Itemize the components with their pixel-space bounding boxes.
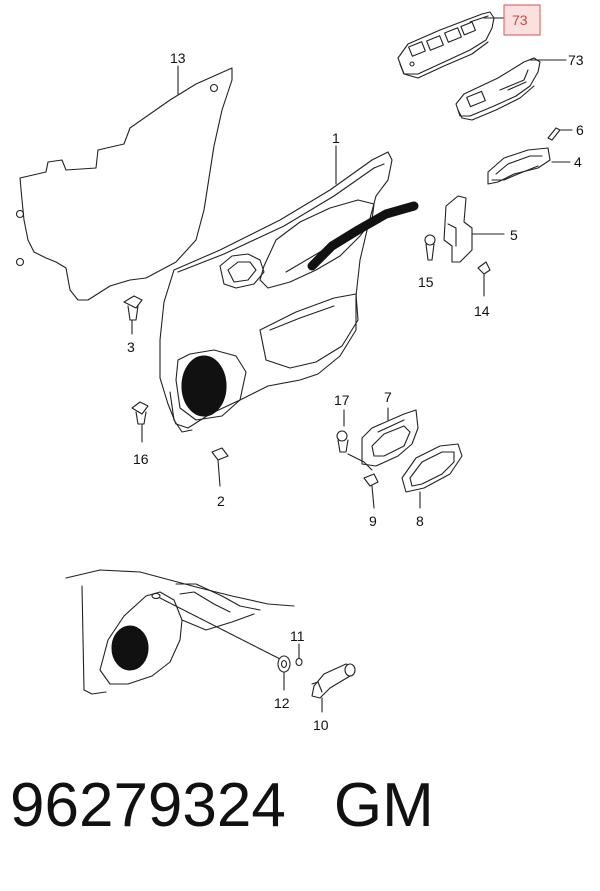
callout-73-top: 73 [512,12,528,28]
clip-16 [131,401,149,443]
clip-3 [123,295,143,335]
callout-14: 14 [474,303,490,319]
screw-14 [477,261,491,297]
crank-clip-11 [295,643,303,667]
callout-6: 6 [576,122,584,138]
screw-2 [211,447,229,487]
handle-bezel-8 [401,443,463,493]
callout-8: 8 [416,513,424,529]
callout-12: 12 [274,695,290,711]
callout-73-side: 73 [568,52,584,68]
callout-3: 3 [127,339,135,355]
callout-13: 13 [170,50,186,66]
window-switch-master [397,11,495,79]
callout-2: 2 [217,493,225,509]
clip-15 [424,234,436,261]
screw-6 [547,127,573,141]
grip-trim [487,147,551,185]
crank-washer-12 [277,655,291,673]
clip-17 [336,409,349,453]
callout-1: 1 [332,130,340,146]
callout-5: 5 [510,227,518,243]
detail-inset-door [65,569,295,695]
insulation-sheet [15,67,233,301]
bracket-5 [443,195,473,263]
part-number: 96279324 [10,771,286,840]
inside-handle-7 [361,409,419,467]
callout-4: 4 [574,154,582,170]
window-switch-passenger [455,57,541,121]
callout-9: 9 [369,513,377,529]
callout-7: 7 [384,389,392,405]
callout-15: 15 [418,274,434,290]
callout-17: 17 [334,392,350,408]
highlight-box-73 [503,4,541,36]
callout-16: 16 [133,451,149,467]
screw-9 [363,473,379,509]
callout-11: 11 [290,628,305,644]
callout-10: 10 [313,717,329,733]
crank-handle-10 [311,663,356,699]
footer-caption: 96279324 GM [10,770,590,870]
door-trim-panel [159,151,393,433]
brand-label: GM [333,771,434,840]
